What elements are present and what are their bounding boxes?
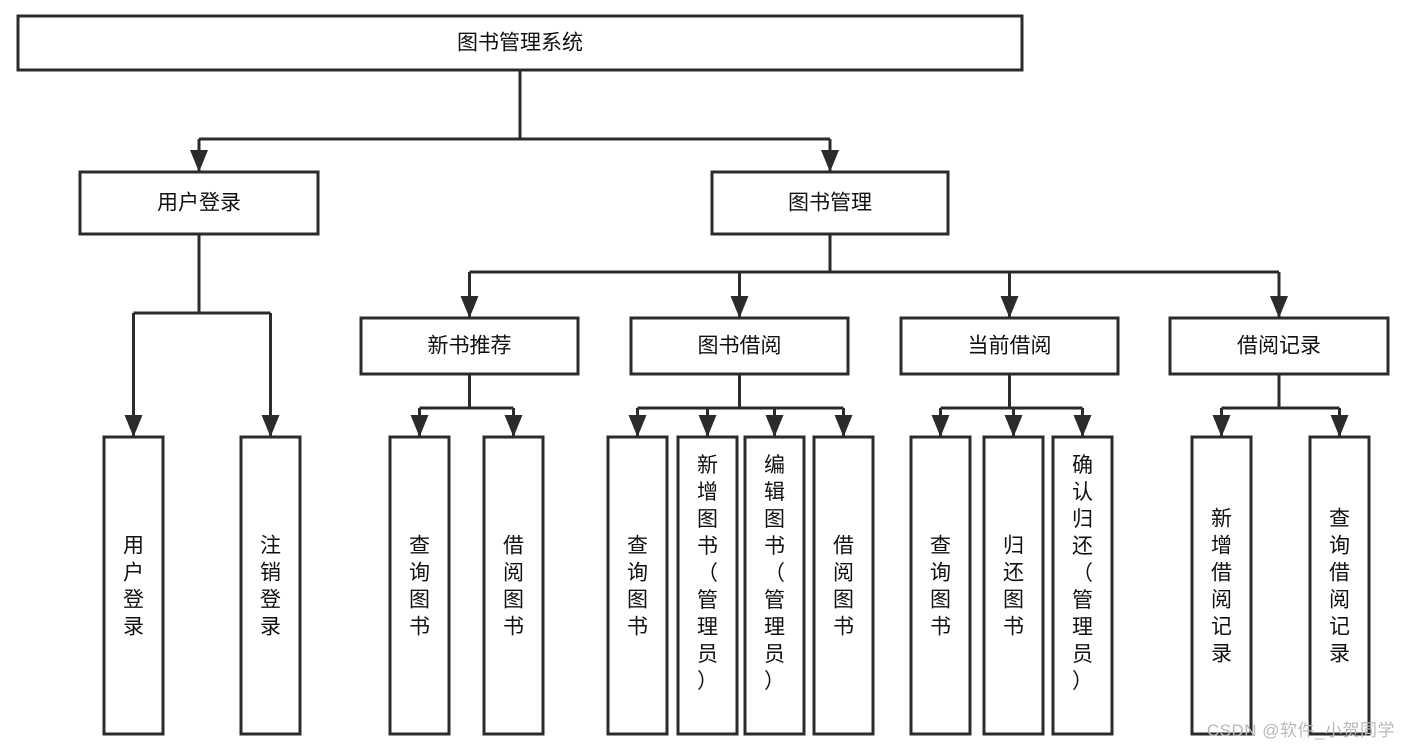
node-label: 借阅记录	[1237, 335, 1321, 358]
node-leaf-query-record[interactable]: 查询借阅记录	[1308, 435, 1371, 736]
node-box	[1190, 435, 1253, 736]
node-box	[812, 435, 875, 736]
node-book-manage[interactable]: 图书管理	[710, 170, 950, 236]
node-box	[710, 170, 950, 236]
node-leaf-query-book-3[interactable]: 查询图书	[909, 435, 972, 736]
node-label: 确认归还（管理员）	[1072, 454, 1093, 693]
arrow-head-icon	[1004, 415, 1023, 437]
node-leaf-add-book[interactable]: 新增图书（管理员）	[676, 435, 739, 736]
node-leaf-borrow-book-1[interactable]: 借阅图书	[482, 435, 545, 736]
node-box	[78, 170, 320, 236]
node-box	[1308, 435, 1371, 736]
node-book-borrow[interactable]: 图书借阅	[629, 316, 850, 376]
node-label: 新书推荐	[428, 335, 512, 358]
node-label: 图书管理系统	[457, 32, 583, 55]
node-label: 注销登录	[260, 535, 281, 639]
node-box	[629, 316, 850, 376]
arrow-head-icon	[834, 415, 853, 437]
arrow-head-icon	[730, 296, 749, 318]
node-boxes: 图书管理系统用户登录图书管理新书推荐图书借阅当前借阅借阅记录用户登录注销登录查询…	[16, 14, 1390, 736]
node-box	[239, 435, 302, 736]
node-new-book-recommend[interactable]: 新书推荐	[359, 316, 580, 376]
node-label: 借阅图书	[833, 535, 854, 639]
node-label: 查询图书	[409, 535, 430, 639]
node-box	[743, 435, 806, 736]
node-label: 用户登录	[123, 535, 144, 639]
node-label: 查询图书	[930, 535, 951, 639]
node-leaf-borrow-book-2[interactable]: 借阅图书	[812, 435, 875, 736]
arrow-head-icon	[1000, 296, 1019, 318]
node-box	[982, 435, 1045, 736]
arrow-head-icon	[765, 415, 784, 437]
arrow-head-icon	[931, 415, 950, 437]
node-box	[388, 435, 451, 736]
node-leaf-add-record[interactable]: 新增借阅记录	[1190, 435, 1253, 736]
node-label: 用户登录	[157, 192, 241, 215]
node-leaf-user-login[interactable]: 用户登录	[102, 435, 165, 736]
arrow-head-icon	[190, 150, 208, 172]
arrow-head-icon	[504, 415, 523, 437]
arrow-head-icon	[410, 415, 429, 437]
node-borrow-record[interactable]: 借阅记录	[1168, 316, 1390, 376]
node-label: 新增图书（管理员）	[697, 454, 718, 693]
node-leaf-query-book-2[interactable]: 查询图书	[606, 435, 669, 736]
arrow-head-icon	[124, 415, 143, 437]
arrow-head-icon	[1330, 415, 1349, 437]
arrow-head-icon	[1270, 296, 1288, 318]
node-label: 编辑图书（管理员）	[764, 454, 785, 693]
node-box	[909, 435, 972, 736]
node-box	[359, 316, 580, 376]
node-root[interactable]: 图书管理系统	[16, 14, 1024, 72]
node-box	[102, 435, 165, 736]
watermark-label: CSDN @软件_小贺同学	[1206, 721, 1395, 740]
node-label: 归还图书	[1003, 535, 1024, 639]
node-box	[1168, 316, 1390, 376]
node-current-borrow[interactable]: 当前借阅	[899, 316, 1120, 376]
node-leaf-return-book[interactable]: 归还图书	[982, 435, 1045, 736]
node-box	[899, 316, 1120, 376]
node-box	[606, 435, 669, 736]
arrow-head-icon	[628, 415, 647, 437]
connector-edges	[124, 70, 1349, 437]
node-leaf-query-book-1[interactable]: 查询图书	[388, 435, 451, 736]
node-box	[482, 435, 545, 736]
arrow-head-icon	[261, 415, 280, 437]
arrow-head-icon	[1073, 415, 1092, 437]
arrow-head-icon	[821, 150, 839, 172]
node-box	[16, 14, 1024, 72]
node-box	[1051, 435, 1114, 736]
node-label: 图书管理	[788, 192, 872, 215]
node-leaf-edit-book[interactable]: 编辑图书（管理员）	[743, 435, 806, 736]
node-leaf-user-logout[interactable]: 注销登录	[239, 435, 302, 736]
node-label: 查询借阅记录	[1329, 508, 1350, 666]
node-label: 借阅图书	[503, 535, 524, 639]
node-label: 当前借阅	[968, 335, 1052, 358]
node-label: 查询图书	[627, 535, 648, 639]
node-label: 新增借阅记录	[1211, 508, 1232, 666]
arrow-head-icon	[698, 415, 717, 437]
arrow-head-icon	[1212, 415, 1231, 437]
node-leaf-confirm-return[interactable]: 确认归还（管理员）	[1051, 435, 1114, 736]
node-box	[676, 435, 739, 736]
arrow-head-icon	[460, 296, 479, 318]
node-label: 图书借阅	[698, 335, 782, 358]
node-user-login[interactable]: 用户登录	[78, 170, 320, 236]
